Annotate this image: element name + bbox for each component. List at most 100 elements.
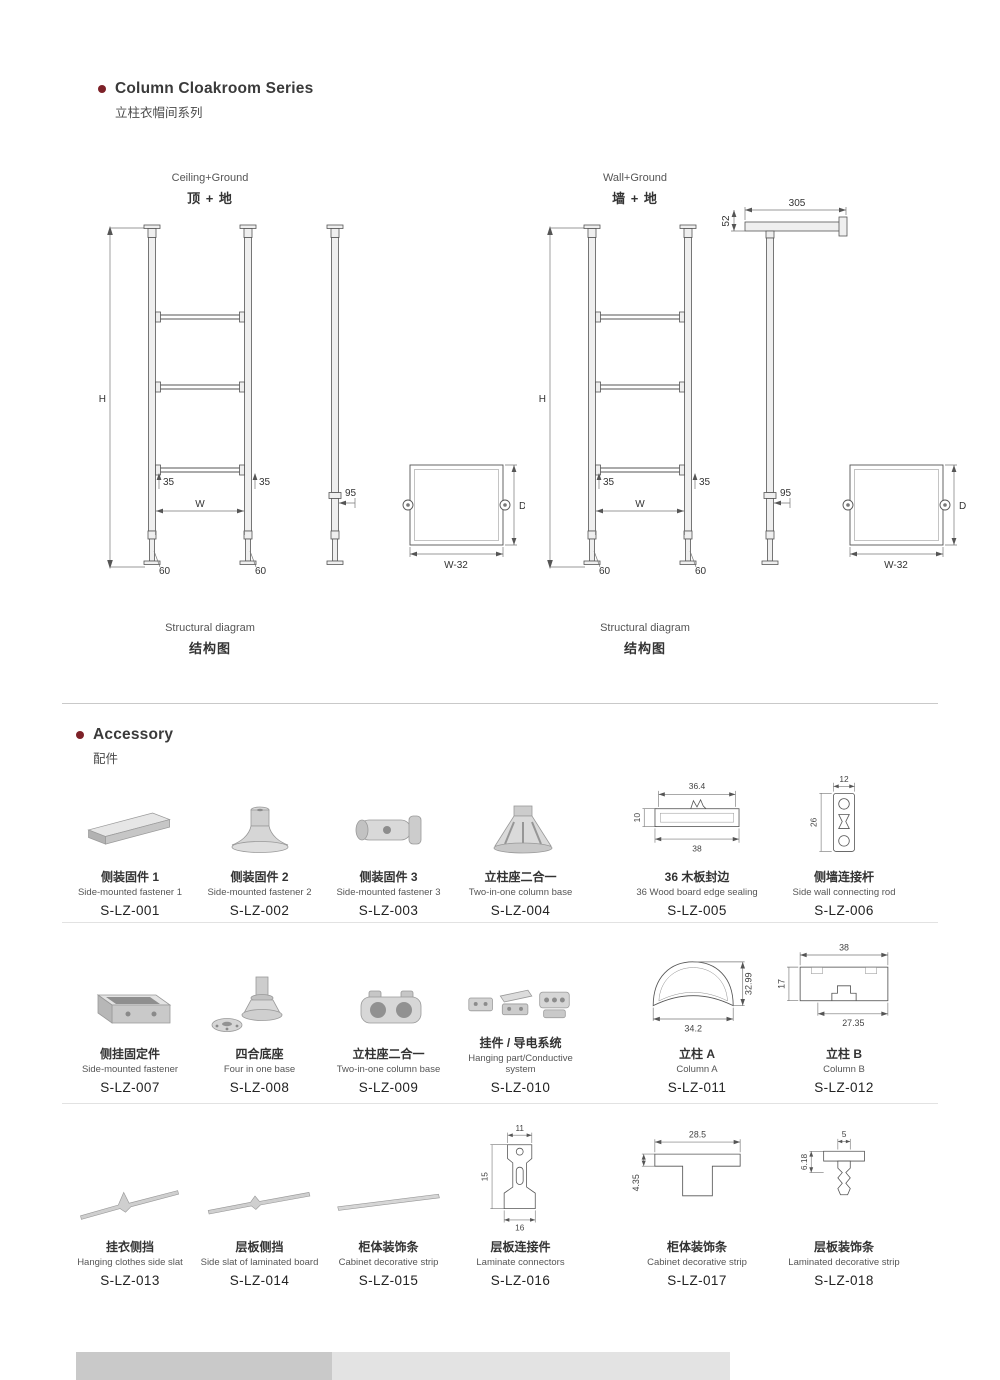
left-diagram-caption: Structural diagram 结构图 (95, 622, 325, 657)
accessory-code: S-LZ-009 (358, 1080, 419, 1095)
dim-35: 35 (163, 477, 175, 488)
accessory-item: 柜体装饰条 Cabinet decorative strip S-LZ-015 (324, 1118, 453, 1288)
accessory-code: S-LZ-012 (814, 1080, 874, 1095)
dim-label: 4.35 (631, 1174, 641, 1191)
accessory-name-zh: 36 木板封边 (664, 870, 730, 884)
accessory-name-en: Laminated decorative strip (788, 1257, 900, 1268)
accessory-item: 立柱座二合一 Two-in-one column base S-LZ-009 (324, 932, 453, 1095)
dim-w: W (195, 499, 205, 510)
accessory-code: S-LZ-003 (358, 903, 419, 918)
dim-60: 60 (255, 566, 267, 577)
right-diagram-label-zh: 墙 + 地 (612, 191, 658, 206)
accessory-name-en: Side-mounted fastener 2 (207, 887, 312, 898)
accessory-title-en: Accessory (93, 726, 174, 743)
dim-label: 12 (839, 774, 849, 784)
photo-s-lz-002 (196, 770, 323, 862)
dim-60: 60 (599, 566, 611, 577)
series-title-en: Column Cloakroom Series (115, 80, 314, 97)
accessory-name-en: Side slat of laminated board (200, 1257, 319, 1268)
photo-s-lz-007 (65, 932, 195, 1039)
left-caption-zh: 结构图 (188, 641, 231, 656)
accessory-item: 侧装固件 2 Side-mounted fastener 2 S-LZ-002 (196, 770, 323, 918)
accessory-heading: Accessory 配件 (76, 726, 173, 767)
accessory-item: 12 26 侧墙连接杆 Side wall connecting rod S-L… (760, 770, 928, 918)
drawing-s-lz-017: 28.5 4.35 (612, 1118, 782, 1232)
drawing-s-lz-011: 34.2 32.99 (612, 932, 782, 1039)
dim-label: 34.2 (684, 1023, 702, 1033)
accessory-code: S-LZ-005 (667, 903, 727, 918)
dim-w: W (635, 499, 645, 510)
dim-label: 6.18 (798, 1153, 808, 1170)
row-divider (62, 1103, 938, 1104)
accessory-code: S-LZ-015 (358, 1273, 419, 1288)
accessory-name-zh: 挂件 / 导电系统 (479, 1036, 562, 1050)
accessory-name-en: Column A (676, 1064, 718, 1075)
dim-35: 35 (699, 477, 711, 488)
dim-d: D (959, 501, 966, 512)
accessory-code: S-LZ-017 (667, 1273, 727, 1288)
accessory-name-en: Two-in-one column base (336, 1064, 441, 1075)
photo-s-lz-010 (454, 932, 587, 1028)
accessory-item: 立柱座二合一 Two-in-one column base S-LZ-004 (454, 770, 587, 918)
drawing-s-lz-006: 12 26 (760, 770, 928, 862)
accessory-name-zh: 侧装固件 3 (359, 870, 418, 884)
accessory-name-zh: 柜体装饰条 (666, 1240, 727, 1254)
accessory-code: S-LZ-014 (229, 1273, 290, 1288)
scan-artifact-bar (332, 1352, 730, 1380)
dim-w32: W-32 (884, 560, 908, 571)
accessory-item: 34.2 32.99 立柱 A Column A S-LZ-011 (612, 932, 782, 1095)
accessory-code: S-LZ-016 (490, 1273, 551, 1288)
dim-60: 60 (695, 566, 707, 577)
accessory-code: S-LZ-002 (229, 903, 290, 918)
accessory-item: 5 6.18 层板装饰条 Laminated decorative strip … (760, 1118, 928, 1288)
dim-95: 95 (780, 488, 792, 499)
accessory-code: S-LZ-008 (229, 1080, 290, 1095)
accessory-item: 层板侧挡 Side slat of laminated board S-LZ-0… (196, 1118, 323, 1288)
accessory-code: S-LZ-013 (100, 1273, 160, 1288)
photo-s-lz-015 (324, 1118, 453, 1232)
photo-s-lz-004 (454, 770, 587, 862)
accessory-item: 侧装固件 3 Side-mounted fastener 3 S-LZ-003 (324, 770, 453, 918)
accessory-item: 侧挂固定件 Side-mounted fastener S-LZ-007 (65, 932, 195, 1095)
scan-artifact-bar (76, 1352, 332, 1380)
photo-s-lz-013 (65, 1118, 195, 1232)
accessory-item: 四合底座 Four in one base S-LZ-008 (196, 932, 323, 1095)
accessory-item: 38 17 27.35 立柱 B Column B S-LZ-012 (760, 932, 928, 1095)
accessory-name-zh: 立柱座二合一 (484, 870, 557, 884)
accessory-code: S-LZ-018 (814, 1273, 874, 1288)
accessory-name-en: Two-in-one column base (468, 887, 573, 898)
left-diagram-label-zh: 顶 + 地 (187, 191, 233, 206)
right-diagram-label: Wall+Ground 墙 + 地 (535, 172, 735, 207)
accessory-name-zh: 立柱座二合一 (352, 1047, 425, 1061)
accessory-title-zh: 配件 (93, 751, 119, 766)
dim-label: 38 (692, 844, 702, 854)
dim-95: 95 (345, 488, 357, 499)
series-heading: Column Cloakroom Series 立柱衣帽间系列 (98, 80, 313, 121)
right-caption-en: Structural diagram (600, 622, 690, 634)
photo-s-lz-001 (65, 770, 195, 862)
accessory-item: 36.4 10 38 36 木板封边 36 Wood board edge se… (612, 770, 782, 918)
accessory-name-en: Cabinet decorative strip (338, 1257, 439, 1268)
accessory-name-en: Side-mounted fastener (81, 1064, 179, 1075)
dim-label: 26 (809, 817, 819, 827)
accessory-item: 28.5 4.35 柜体装饰条 Cabinet decorative strip… (612, 1118, 782, 1288)
bullet-icon (76, 731, 84, 739)
dim-label: 32.99 (743, 972, 753, 995)
accessory-code: S-LZ-011 (667, 1080, 727, 1095)
accessory-name-en: Laminate connectors (476, 1257, 565, 1268)
accessory-name-en: Hanging clothes side slat (77, 1257, 183, 1268)
accessory-code: S-LZ-010 (490, 1080, 551, 1095)
accessory-name-zh: 层板装饰条 (813, 1240, 874, 1254)
dim-52: 52 (721, 215, 732, 227)
accessory-name-zh: 侧装固件 2 (230, 870, 289, 884)
dim-label: 28.5 (688, 1130, 705, 1139)
accessory-name-en: Hanging part/Conductive system (468, 1053, 573, 1075)
dim-label: 38 (839, 942, 849, 952)
dim-label: 15 (480, 1172, 489, 1182)
dim-label: 27.35 (842, 1018, 864, 1028)
accessory-name-zh: 挂衣侧挡 (105, 1240, 154, 1254)
accessory-code: S-LZ-007 (100, 1080, 160, 1095)
accessory-name-zh: 侧装固件 1 (100, 870, 159, 884)
dim-w32: W-32 (444, 560, 468, 571)
dim-h: H (99, 394, 106, 405)
